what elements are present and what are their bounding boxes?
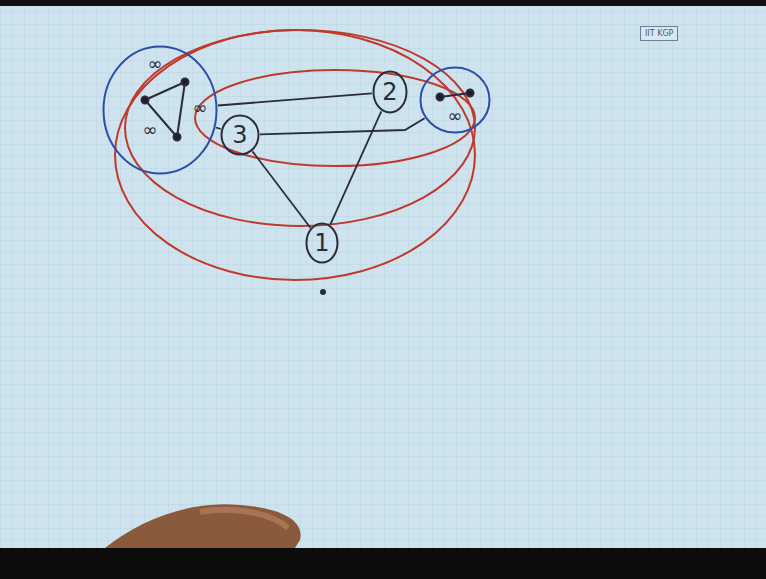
cluster-circle: ∞	[419, 66, 491, 134]
vertex-number: 3	[232, 123, 247, 147]
graph-edge	[216, 128, 221, 130]
edge-weight: ∞	[448, 107, 463, 125]
graph-edge	[330, 111, 381, 224]
graph-edge	[253, 151, 311, 227]
vertex-circle: 2	[372, 70, 408, 114]
vertex-circle: 3	[220, 114, 260, 156]
edge-weight: ∞	[193, 99, 208, 117]
logo-label: IIT KGP	[640, 26, 678, 41]
cluster-circle: ∞ ∞ ∞	[102, 45, 218, 175]
vertex-circle: 1	[305, 222, 339, 264]
graph-edge	[218, 93, 372, 105]
graph-edge	[260, 118, 425, 134]
edge-weight: ∞	[148, 55, 163, 73]
vertex-number: 1	[314, 231, 329, 255]
edge-weight: ∞	[143, 121, 158, 139]
vertex-number: 2	[382, 80, 397, 104]
